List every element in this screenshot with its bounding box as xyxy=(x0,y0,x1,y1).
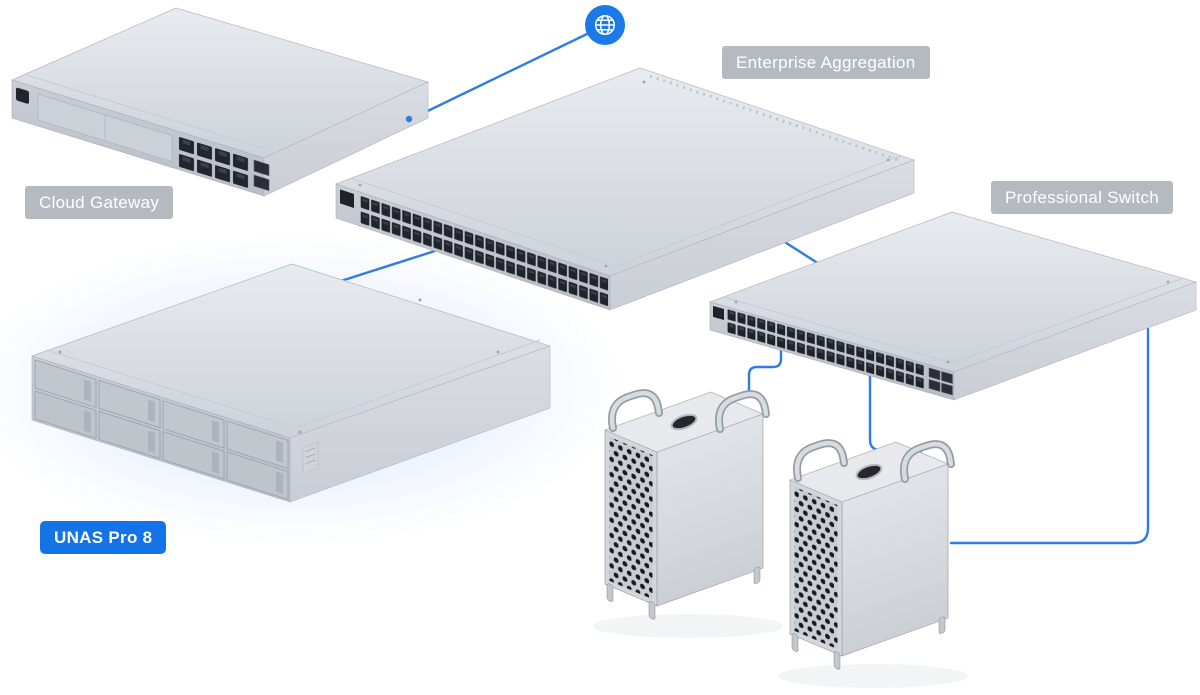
link-switch-workstation2-side xyxy=(949,313,1150,545)
gateway-sfp-port-2 xyxy=(253,174,270,192)
internet-globe-icon xyxy=(585,5,625,45)
unas-top-seam xyxy=(45,339,541,429)
unas-pro-8-device xyxy=(30,263,552,503)
workstation-shadow xyxy=(593,614,783,638)
aggregation-top-seam xyxy=(349,155,901,267)
switch-display xyxy=(713,305,724,321)
unas-label-sticker xyxy=(302,441,319,474)
unas-pro-8-label: UNAS Pro 8 xyxy=(40,521,167,554)
unas-drive-bays xyxy=(34,359,289,500)
link-internet-gateway xyxy=(407,32,589,122)
switch-sfp-ports xyxy=(928,367,953,396)
professional-switch-label: Professional Switch xyxy=(991,181,1174,214)
gateway-ethernet-ports xyxy=(178,135,250,189)
gateway-power-button xyxy=(16,87,29,104)
enterprise-aggregation-label: Enterprise Aggregation xyxy=(722,46,930,79)
workstation-foot-front-left xyxy=(606,583,614,602)
cloud-gateway-device xyxy=(10,7,429,197)
professional-switch-device xyxy=(708,211,1198,401)
switch-top-seam xyxy=(723,277,1185,364)
unas-side-face xyxy=(289,345,551,503)
enterprise-aggregation-device xyxy=(334,67,916,311)
link-junction-dot xyxy=(405,115,413,123)
workstation-2-tower xyxy=(778,442,968,688)
switch-screws xyxy=(734,280,1170,364)
globe-grid xyxy=(594,14,616,36)
workstation-1-tower xyxy=(593,389,783,638)
aggregation-side-face xyxy=(609,159,915,311)
link-switch-workstation1 xyxy=(747,342,783,398)
workstation-top-vent xyxy=(670,413,698,431)
aggregation-screws xyxy=(358,80,890,268)
gateway-sfp-port-1 xyxy=(253,159,270,177)
workstation-foot-front-right xyxy=(648,601,656,620)
gateway-top-seam xyxy=(25,74,267,150)
switch-side-face xyxy=(953,281,1197,401)
workstation-grille-holes xyxy=(609,436,653,600)
aggregation-display xyxy=(340,189,354,209)
aggregation-rear-vents xyxy=(649,74,899,162)
switch-ethernet-ports xyxy=(727,308,925,392)
cloud-gateway-label: Cloud Gateway xyxy=(25,186,174,219)
unas-screws xyxy=(58,298,500,434)
aggregation-sfp-ports xyxy=(360,194,608,309)
workstation-foot-right xyxy=(753,566,761,584)
workstation-handles xyxy=(608,389,770,433)
